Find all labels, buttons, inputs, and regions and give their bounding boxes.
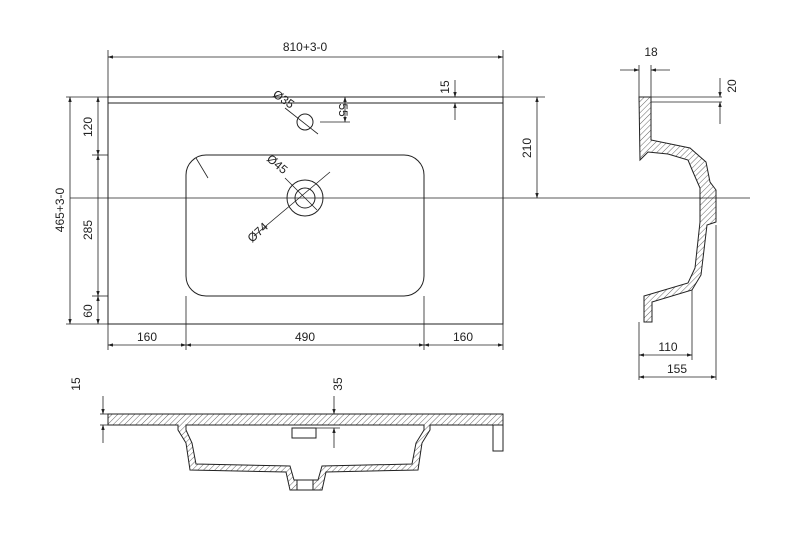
dim-210: 210 (520, 138, 534, 158)
drain-inner-circle (294, 187, 316, 209)
dim-section-35: 35 (331, 377, 345, 391)
dim-overall-width: 810+3-0 (283, 40, 328, 54)
dim-160-left: 160 (137, 330, 157, 344)
dim-section-15: 15 (69, 377, 83, 391)
section-profile-fill (107, 413, 504, 491)
side-view: 18 20 110 155 (620, 45, 739, 380)
tap-hole (296, 113, 314, 131)
dim-160-right: 160 (453, 330, 473, 344)
dim-110: 110 (658, 340, 677, 354)
side-profile-fill (638, 96, 717, 323)
back-lip (492, 424, 504, 452)
dim-overall-depth: 465+3-0 (53, 187, 67, 232)
basin-outline (185, 154, 425, 297)
tap-hole-leader (284, 107, 319, 135)
overflow-slot (291, 427, 317, 439)
dim-15-top: 15 (438, 80, 452, 94)
dim-60: 60 (81, 304, 95, 318)
drain-opening (296, 479, 314, 491)
basin-radius-leader (195, 157, 209, 179)
dim-20: 20 (725, 79, 739, 93)
dim-55: 55 (336, 103, 350, 117)
dim-18: 18 (644, 45, 658, 59)
dim-155: 155 (667, 362, 687, 376)
drain-leader-inner (284, 177, 318, 211)
front-section: 15 35 (69, 377, 504, 491)
dim-120: 120 (81, 117, 95, 137)
countertop-outline (107, 96, 504, 325)
label-tap-hole: Ø35 (270, 87, 297, 112)
drain-outer-circle (286, 179, 324, 217)
dim-490: 490 (295, 330, 315, 344)
dim-285: 285 (81, 220, 95, 240)
drain-leader-outer (253, 171, 331, 237)
label-drain-outer: Ø74 (245, 219, 271, 245)
